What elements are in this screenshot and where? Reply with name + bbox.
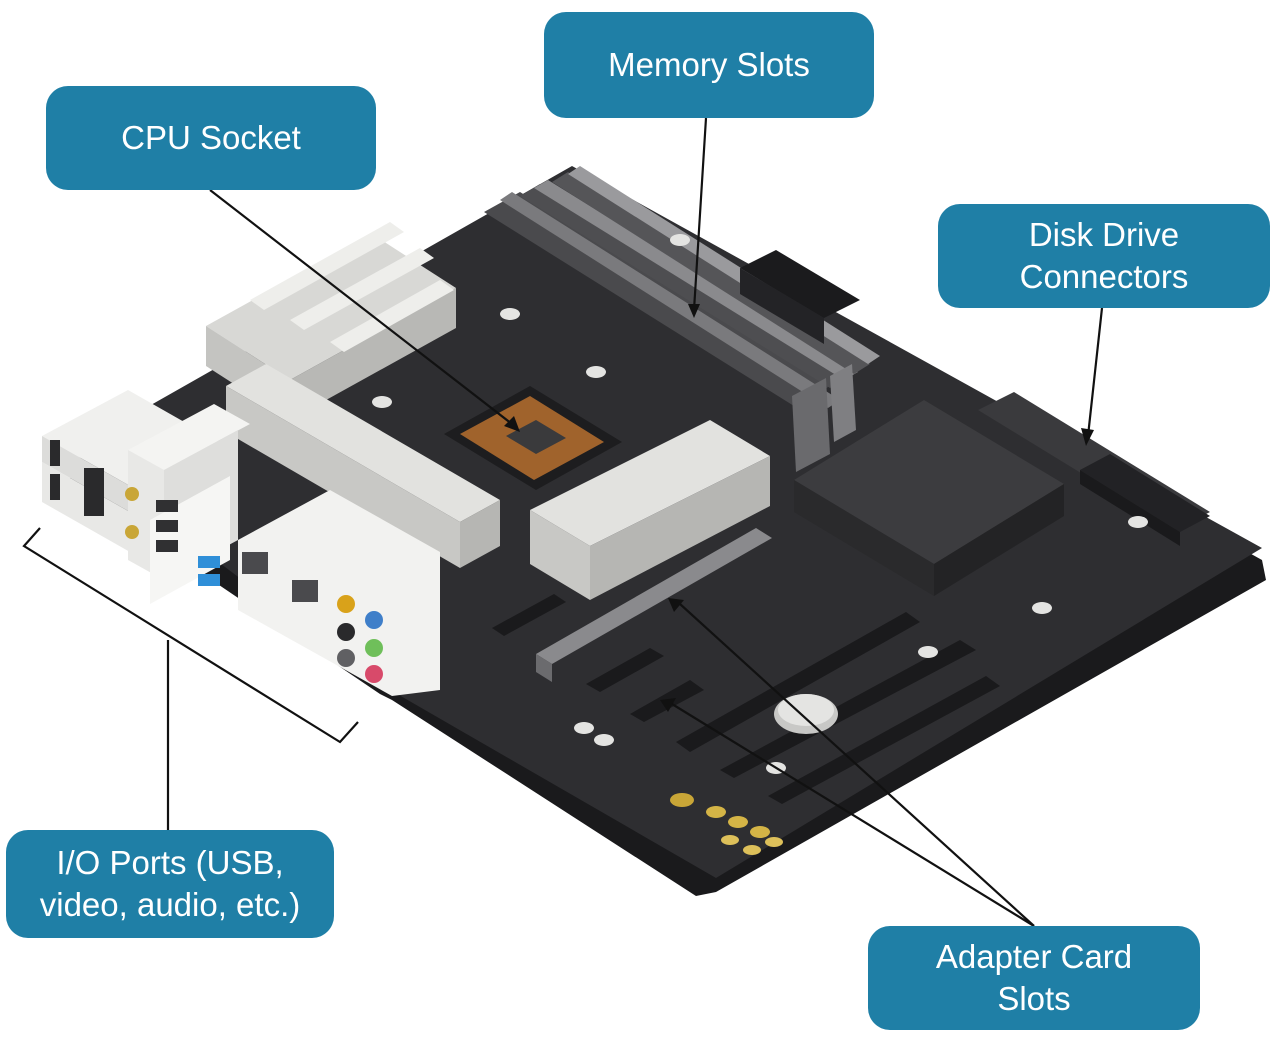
pcie-slots-black bbox=[492, 594, 1000, 804]
io-port-panel bbox=[42, 390, 440, 696]
label-memory-slots: Memory Slots bbox=[544, 12, 874, 118]
label-cpu-socket-text: CPU Socket bbox=[121, 118, 301, 156]
label-io-ports: I/O Ports (USB, video, audio, etc.) bbox=[6, 830, 334, 938]
label-io-ports-text: I/O Ports (USB, video, audio, etc.) bbox=[39, 843, 301, 923]
chipset-heatsink bbox=[794, 400, 1064, 596]
leader-lines bbox=[22, 117, 1104, 927]
label-disk-drive-connectors: Disk Drive Connectors bbox=[938, 204, 1270, 308]
vrm-heatsink-lower bbox=[226, 364, 500, 568]
sata-connectors bbox=[978, 392, 1210, 546]
vrm-heatsink-right bbox=[530, 420, 770, 600]
gold-capacitors bbox=[670, 793, 783, 855]
cpu-socket bbox=[444, 386, 622, 490]
leader-memory-slots bbox=[692, 117, 708, 311]
leader-adapter-b bbox=[671, 703, 1035, 927]
leader-cpu-socket bbox=[209, 189, 513, 425]
io-ports-bracket bbox=[22, 527, 359, 744]
leader-disk-drive bbox=[1086, 307, 1104, 437]
label-adapter-card-slots-text: Adapter Card Slots bbox=[935, 937, 1133, 1017]
leader-adapter-a bbox=[679, 603, 1035, 927]
label-adapter-card-slots: Adapter Card Slots bbox=[868, 926, 1200, 1030]
cmos-battery bbox=[774, 694, 838, 734]
power-connector bbox=[740, 250, 860, 344]
label-memory-slots-text: Memory Slots bbox=[608, 45, 810, 83]
pcie-x16-slot bbox=[536, 528, 772, 682]
vrm-heatsink-upper bbox=[206, 222, 456, 420]
label-cpu-socket: CPU Socket bbox=[46, 86, 376, 190]
label-disk-drive-connectors-text: Disk Drive Connectors bbox=[1019, 215, 1189, 295]
